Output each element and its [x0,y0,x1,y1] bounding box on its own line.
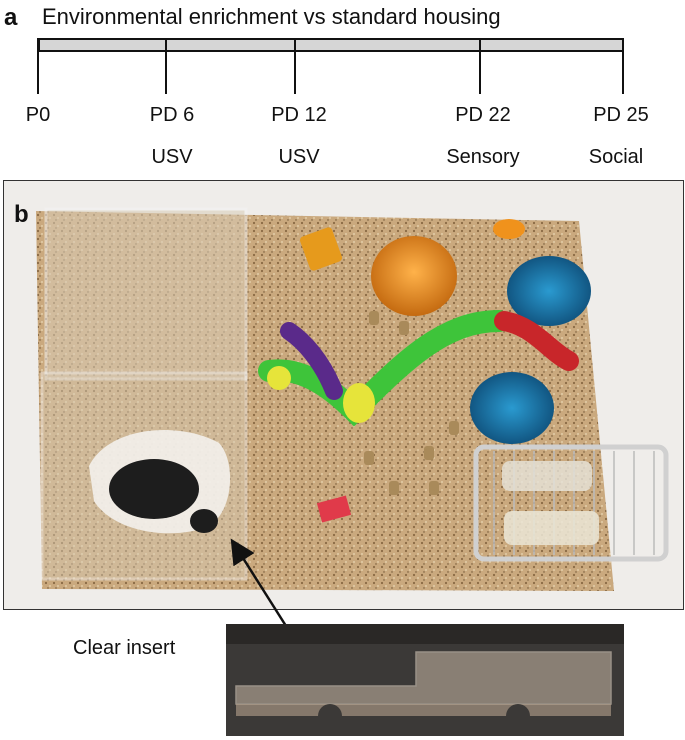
timeline-tick-pd22 [479,38,481,94]
timeline-tick-pd25 [622,38,624,94]
panel-a-label: a [4,4,18,31]
test-label-pd25: Social [588,146,644,168]
timeline-title: Environmental enrichment vs standard hou… [42,4,501,29]
cage-photo: b [3,180,684,610]
panel-b-label: b [14,201,29,228]
insert-caption: Clear insert [73,637,176,659]
timeline-bar [38,38,624,52]
wire-food-rack [473,444,669,562]
orange-wheel [371,236,457,316]
tick-label-pd6: PD 6 [149,104,195,126]
blue-house-lower [470,372,554,444]
timeline-tick-p0 [37,38,39,94]
clear-insert-upper [44,207,248,381]
tick-label-pd25: PD 25 [593,104,649,126]
red-tunnel [494,311,579,371]
timeline-tick-pd12 [294,38,296,94]
test-label-pd6: USV [151,146,193,168]
tick-label-pd12: PD 12 [271,104,327,126]
tick-label-pd22: PD 22 [455,104,511,126]
clear-insert-photo [226,624,624,736]
test-label-pd12: USV [278,146,320,168]
timeline-tick-pd6 [165,38,167,94]
blue-house-upper [507,256,591,326]
purple-tunnel [280,322,343,400]
tick-label-p0: P0 [25,104,51,126]
test-label-pd22: Sensory [446,146,520,168]
